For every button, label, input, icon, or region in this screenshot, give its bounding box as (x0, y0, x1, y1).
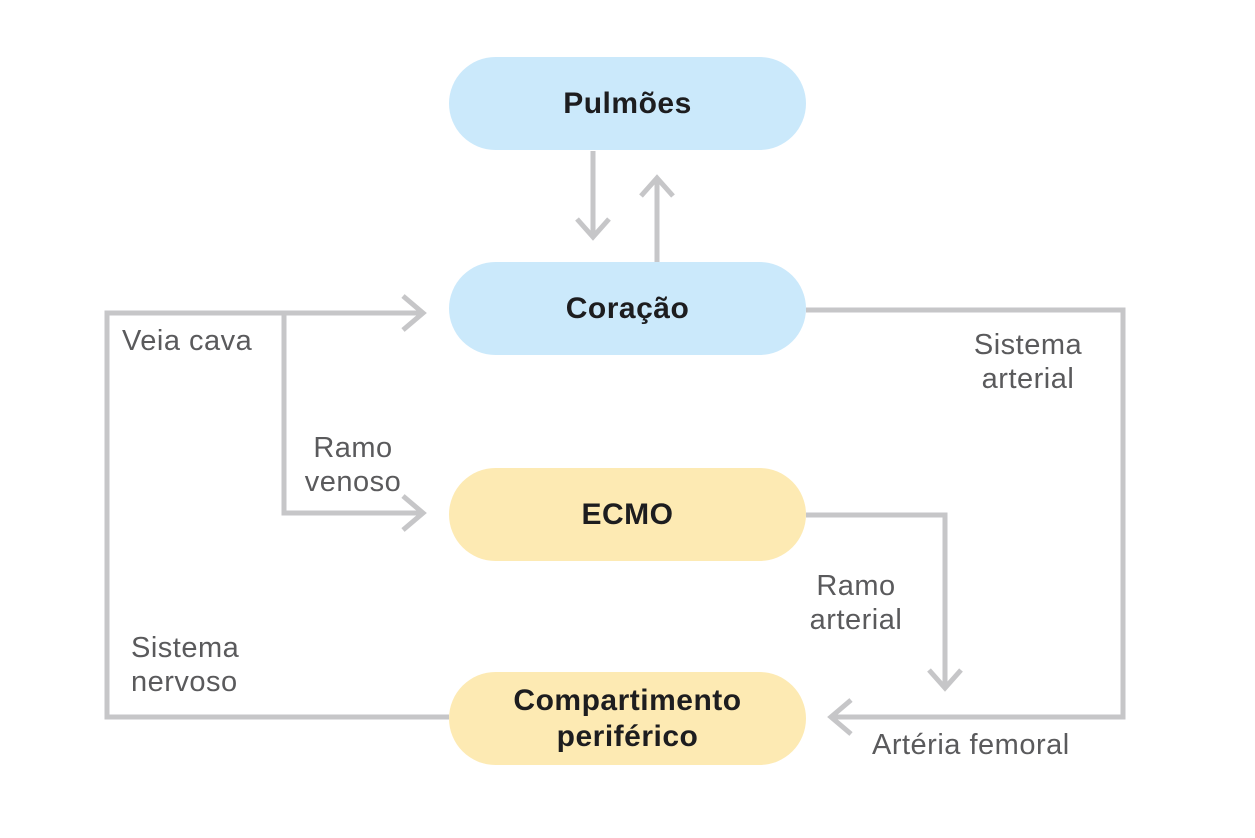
edge-label-sistema-arterial: Sistema arterial (973, 329, 1083, 395)
node-compartimento-periferico: Compartimento periférico (449, 672, 806, 765)
arrow-pulmoes-to-coracao (575, 151, 611, 241)
edge-label-ramo-arterial: Ramo arterial (809, 570, 903, 636)
edge-label-sistema-nervoso: Sistema nervoso (131, 632, 240, 698)
arrow-ramo-arterial (806, 512, 963, 692)
arrow-ramo-venoso (281, 315, 427, 532)
edge-label-veia-cava: Veia cava (122, 325, 253, 357)
arrow-veia-cava (104, 294, 449, 720)
edge-label-arteria-femoral: Artéria femoral (872, 729, 1070, 761)
edge-label-ramo-venoso: Ramo venoso (304, 432, 402, 498)
node-coracao: Coração (449, 262, 806, 355)
arrow-sistema-arterial (806, 307, 1126, 736)
node-ecmo: ECMO (449, 468, 806, 561)
node-pulmoes: Pulmões (449, 57, 806, 150)
arrow-coracao-to-pulmoes (639, 174, 675, 262)
